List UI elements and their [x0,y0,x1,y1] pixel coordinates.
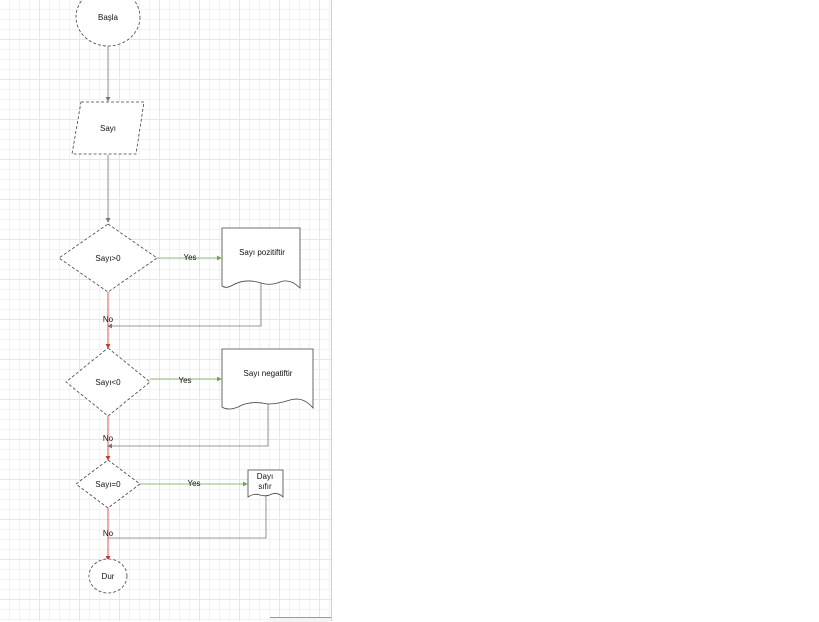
output3-label-line2: sıfır [258,482,272,491]
input-node[interactable]: Sayı [71,101,145,155]
output-node-negative[interactable]: Sayı negatiftir [221,348,314,410]
edge-output1-return[interactable] [107,283,262,329]
decision2-label: Sayı<0 [95,378,121,387]
decision1-no-label: No [103,315,114,324]
decision3-no-label: No [103,529,114,538]
decision2-yes-label: Yes [178,376,191,385]
decision-node-positive[interactable]: Sayı>0 [58,223,158,293]
decision-node-negative[interactable]: Sayı<0 [65,347,151,417]
drawing-canvas[interactable] [0,0,332,621]
output-node-positive[interactable]: Sayı pozitiftir [221,227,301,289]
edge-output3-return[interactable] [108,494,267,539]
start-label: Başla [98,13,119,22]
flowchart: Başla Sayı Sayı>0 Yes No Sayı pozitiftir… [58,0,314,594]
decision-node-zero[interactable]: Sayı=0 [75,459,141,509]
start-node[interactable]: Başla [75,0,141,47]
output-node-zero[interactable]: Dayı sıfır [247,469,284,498]
output2-label: Sayı negatiftir [244,369,293,378]
end-label: Dur [102,572,115,581]
decision3-label: Sayı=0 [95,480,121,489]
end-node[interactable]: Dur [88,558,128,594]
decision1-yes-label: Yes [183,253,196,262]
decision1-label: Sayı>0 [95,254,121,263]
edge-output2-return[interactable] [107,404,269,449]
decision3-yes-label: Yes [187,479,200,488]
output1-label: Sayı pozitiftir [239,248,285,257]
output3-label-line1: Dayı [257,472,273,481]
input-label: Sayı [100,124,116,133]
page-tab[interactable] [270,617,331,622]
decision2-no-label: No [103,434,114,443]
